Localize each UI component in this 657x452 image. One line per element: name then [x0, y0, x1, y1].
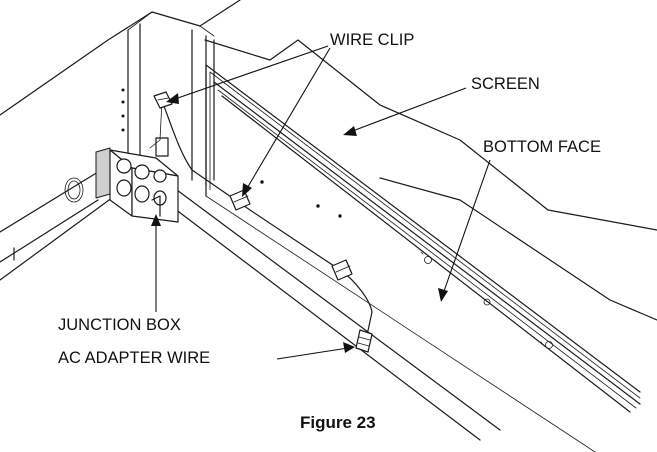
screen-label: SCREEN — [471, 75, 540, 93]
wire-clip-middle — [229, 189, 251, 211]
screen-leader — [343, 87, 467, 136]
bottom-face-label: BOTTOM FACE — [483, 138, 601, 156]
ac-adapter-wire-label: AC ADAPTER WIRE — [58, 349, 210, 367]
wire-clip-lower — [331, 259, 353, 281]
wire-clip-label: WIRE CLIP — [330, 31, 414, 49]
junction-box-leader — [151, 214, 161, 312]
bottom-face-panel — [0, 169, 596, 452]
left-panel-outline — [0, 11, 201, 263]
wire-clip-top — [153, 91, 173, 109]
junction-box-label: JUNCTION BOX — [58, 316, 181, 334]
screen-rails — [205, 64, 641, 413]
upper-frame-outline — [199, 0, 657, 321]
figure-caption: Figure 23 — [300, 413, 376, 432]
bottom-face-leader — [438, 159, 491, 302]
ac-adapter-plug — [355, 329, 373, 353]
junction-box — [95, 147, 179, 223]
wire-clip-leaders — [166, 45, 331, 197]
wire-harness — [149, 95, 373, 341]
ac-adapter-wire-leader — [276, 342, 355, 360]
